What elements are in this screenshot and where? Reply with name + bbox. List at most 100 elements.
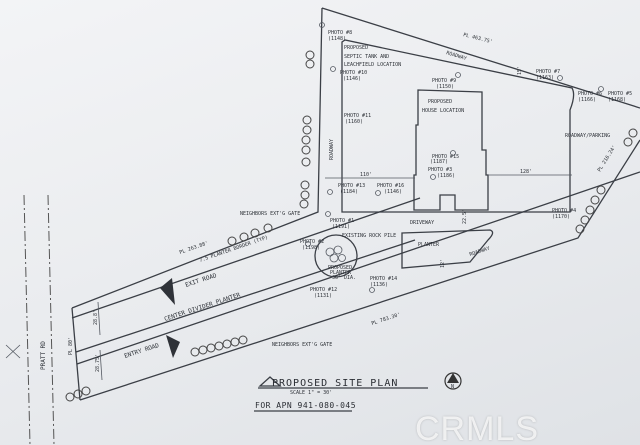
planter-area [401, 229, 494, 269]
plan-mark [302, 115, 312, 125]
apn-label: FOR APN 941-080-045 [255, 401, 356, 410]
roadway-label: ROADWAY [469, 246, 491, 258]
photo-markers: PHOTO #8(1148) PHOTO #10(1146) PHOTO #9(… [300, 22, 632, 299]
photo-ref: (1150) [436, 84, 454, 90]
proposed-planter-circle [314, 234, 358, 278]
photo-ref: (1160) [345, 119, 363, 125]
photo-label: PHOTO #8 [328, 30, 352, 36]
dim-label: 15' [517, 66, 523, 75]
plan-mark [585, 205, 595, 215]
proposed-planter-label: 36' DIA. [332, 275, 356, 281]
plan-mark [375, 190, 381, 196]
plan-mark [230, 337, 240, 347]
plan-mark [239, 232, 249, 242]
photo-ref: (1186) [437, 173, 455, 179]
photo-ref: (1168) [608, 97, 626, 103]
rock [338, 254, 346, 262]
plan-mark [330, 66, 336, 72]
plan-mark [301, 135, 311, 145]
septic-label: PROPOSED [344, 45, 368, 51]
photo-label: PHOTO #12 [310, 287, 337, 293]
trees [65, 50, 638, 402]
divider-edge [75, 239, 416, 353]
photo-label: PHOTO #3 [428, 167, 452, 173]
septic-label: SEPTIC TANK AND [344, 54, 389, 60]
photo-label: PHOTO #6 [578, 91, 602, 97]
photo-ref: (1184) [340, 189, 358, 195]
roadway-label: ROADWAY [445, 50, 467, 62]
entry-road-label: ENTRY ROAD [123, 342, 160, 360]
exit-road-arrow-icon [160, 278, 175, 305]
plan-mark [299, 199, 309, 209]
title-triangle-icon [258, 376, 282, 387]
inner-roadway-loop [341, 39, 575, 213]
plan-mark [575, 224, 585, 234]
pratt-rd-line [23, 194, 31, 445]
plan-mark [198, 345, 208, 355]
house-label: HOUSE LOCATION [422, 108, 464, 114]
plan-mark [369, 287, 375, 293]
photo-ref: (1136) [370, 282, 388, 288]
photo-label: PHOTO #10 [340, 70, 367, 76]
plan-mark [73, 389, 83, 399]
dim-label: 110' [360, 172, 372, 178]
photo-ref: (1166) [578, 97, 596, 103]
plan-mark [590, 195, 600, 205]
house-label: PROPOSED [428, 99, 452, 105]
dim-label: 128' [520, 169, 532, 175]
plan-mark [598, 86, 604, 92]
proposed-planter-label: PLANTER [330, 270, 352, 276]
photo-ref: (1170) [552, 214, 570, 220]
plan-mark [319, 22, 325, 28]
photo-label: PHOTO #16 [377, 183, 404, 189]
photo-label: PHOTO #9 [432, 78, 456, 84]
plan-mark [305, 241, 311, 247]
property-boundary [71, 7, 640, 401]
plan-mark [227, 236, 237, 246]
plan-title: PROPOSED SITE PLAN [272, 378, 398, 389]
pl-label: PL 80' [68, 337, 74, 355]
plan-mark [263, 223, 273, 233]
planter-label: PLANTER [418, 242, 440, 248]
plan-mark [628, 128, 638, 138]
pl-label: PL 783.30' [371, 312, 401, 327]
house-footprint [413, 89, 489, 211]
street-label: PRATT RD [40, 341, 47, 370]
dim-label: 22.5' [462, 209, 468, 224]
plan-mark [301, 145, 311, 155]
neighbor-gate-label: NEIGHBORS EXT'G GATE [272, 342, 332, 348]
photo-label: PHOTO #5 [608, 91, 632, 97]
pl-label: PL 463.75' [463, 32, 494, 45]
exit-road-label: EXIT ROAD [184, 272, 217, 289]
plan-mark [81, 386, 91, 396]
photo-ref: (1191) [332, 224, 350, 230]
north-label: N [451, 384, 454, 390]
plan-scale: SCALE 1" = 30' [290, 390, 332, 396]
plan-mark [580, 215, 590, 225]
north-arrow-icon: N [444, 372, 462, 390]
plan-mark [557, 75, 563, 81]
photo-ref: (1148) [328, 36, 346, 42]
plan-mark [455, 72, 461, 78]
pl-label: PL 216.24' [597, 144, 618, 173]
septic-label: LEACHFIELD LOCATION [344, 62, 401, 68]
rock [325, 247, 335, 257]
plan-mark [300, 180, 310, 190]
plan-mark [623, 137, 633, 147]
entry-road-edge [76, 171, 640, 365]
plan-mark [301, 157, 311, 167]
photo-ref: (1163) [536, 75, 554, 81]
plan-mark [327, 189, 333, 195]
planter-border-label: 7.5 PLANTER BORDER (TYP) [199, 235, 269, 264]
rock [329, 253, 339, 263]
plan-mark [305, 59, 315, 69]
photo-ref: (1146) [384, 189, 402, 195]
pl-label: PL 263.88' [179, 240, 209, 255]
dim-line [97, 301, 101, 336]
plan-mark [214, 341, 224, 351]
photo-ref: (1131) [314, 293, 332, 299]
plan-mark [65, 392, 75, 402]
plan-mark [450, 150, 456, 156]
plan-mark [190, 347, 200, 357]
